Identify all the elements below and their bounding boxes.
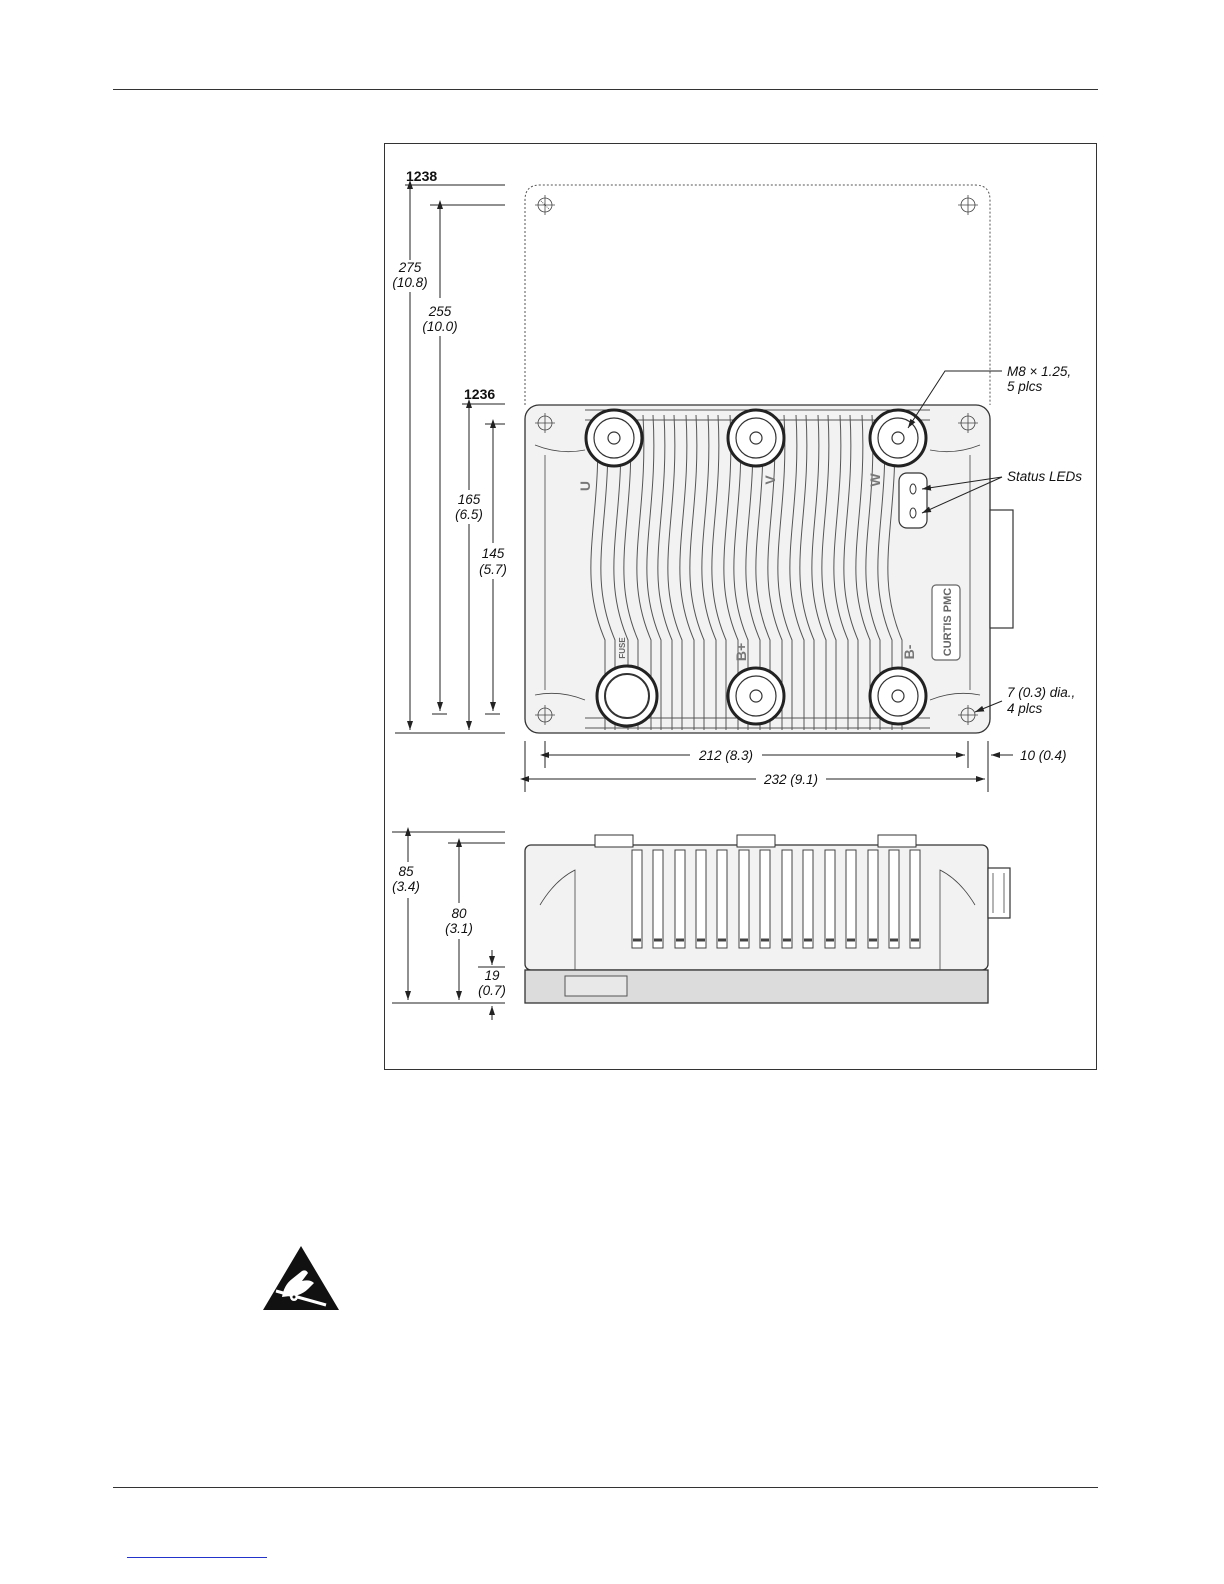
model-label-1238: 1238 xyxy=(406,168,437,184)
dim-275: 275 xyxy=(398,260,422,275)
dim-19: 19 xyxy=(484,968,500,983)
terminal-label-b-plus: B+ xyxy=(733,643,749,661)
terminal-label-u: U xyxy=(577,481,593,491)
side-fin xyxy=(675,850,685,948)
thread-note-line-1: M8 × 1.25, xyxy=(1007,364,1071,379)
side-connector-profile xyxy=(988,868,1010,918)
side-fin xyxy=(632,850,642,948)
side-fin xyxy=(696,850,706,948)
terminal-b-minus-stud xyxy=(870,668,926,724)
dim-145: 145 xyxy=(482,546,505,561)
side-fin xyxy=(889,850,899,948)
dim-80: 80 xyxy=(451,906,467,921)
hole-note-line-2: 4 plcs xyxy=(1007,701,1043,716)
terminal-w-stud xyxy=(870,410,926,466)
mounting-hole-crosshair-icon xyxy=(958,195,978,215)
terminal-label-b-minus: B- xyxy=(901,644,917,659)
side-fin xyxy=(653,850,663,948)
dim-255: 255 xyxy=(428,304,452,319)
terminal-b-plus-stud xyxy=(728,668,784,724)
hole-note-line-1: 7 (0.3) dia., xyxy=(1007,685,1075,700)
side-fin xyxy=(717,850,727,948)
esd-warning-icon xyxy=(262,1245,340,1311)
side-fin xyxy=(846,850,856,948)
side-fin xyxy=(868,850,878,948)
side-fin xyxy=(825,850,835,948)
status-led-icon xyxy=(910,508,916,518)
terminal-label-fuse: FUSE xyxy=(618,637,627,659)
dim-165: 165 xyxy=(458,492,481,507)
thread-note-line-2: 5 plcs xyxy=(1007,379,1043,394)
side-connector xyxy=(990,510,1013,628)
label-plate xyxy=(565,976,627,996)
dim-19-inches: (0.7) xyxy=(478,983,506,998)
dim-80-inches: (3.1) xyxy=(445,921,473,936)
terminal-v-stud xyxy=(728,410,784,466)
dim-165-inches: (6.5) xyxy=(455,507,483,522)
dim-232-width: 232 (9.1) xyxy=(763,772,818,787)
fuse-terminal xyxy=(597,666,657,726)
dim-212-width: 212 (8.3) xyxy=(698,748,753,763)
brand-logo-text: CURTIS PMC xyxy=(942,588,954,657)
dim-85: 85 xyxy=(398,864,414,879)
status-leds-label: Status LEDs xyxy=(1007,469,1082,484)
terminal-label-w: W xyxy=(867,473,883,487)
terminal-label-v: V xyxy=(762,475,778,485)
side-fin xyxy=(782,850,792,948)
dim-85-inches: (3.4) xyxy=(392,879,420,894)
model-label-1236: 1236 xyxy=(464,386,495,402)
stud-top xyxy=(737,835,775,847)
side-fin xyxy=(803,850,813,948)
side-fin xyxy=(910,850,920,948)
mounting-hole-crosshair-icon xyxy=(535,195,555,215)
status-led-icon xyxy=(910,484,916,494)
side-fin xyxy=(760,850,770,948)
side-fin xyxy=(739,850,749,948)
stud-top xyxy=(878,835,916,847)
brand-logo: CURTIS PMC xyxy=(932,585,960,660)
status-led-window xyxy=(899,473,927,528)
stud-top xyxy=(595,835,633,847)
dim-255-inches: (10.0) xyxy=(422,319,457,334)
top-view: U V W FUSE B+ B- CURTIS PMC xyxy=(525,185,1013,733)
terminal-u-stud xyxy=(586,410,642,466)
dim-145-inches: (5.7) xyxy=(479,562,507,577)
model-1238-outline xyxy=(525,185,990,405)
side-view xyxy=(525,835,1010,1003)
dim-275-inches: (10.8) xyxy=(392,275,427,290)
dim-10-connector: 10 (0.4) xyxy=(1020,748,1067,763)
